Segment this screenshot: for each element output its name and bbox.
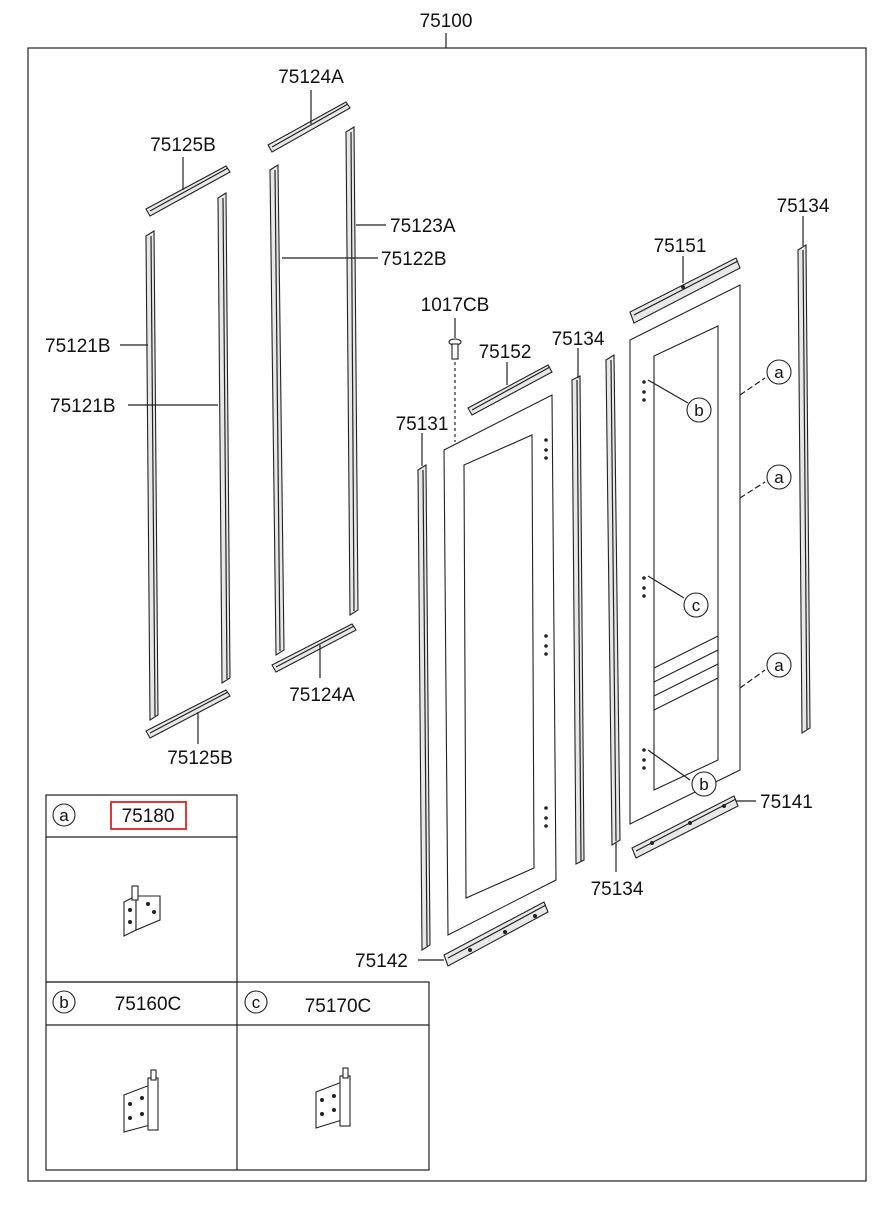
legend-highlight-box <box>110 801 187 830</box>
stile-75121B-left <box>145 230 159 721</box>
legend-cell-c[interactable]: c 75170C <box>244 990 372 1129</box>
legend-letter-c-circle <box>244 990 268 1014</box>
ref-circle-c1[interactable]: c <box>683 592 709 618</box>
callout-75141[interactable]: 75141 <box>760 792 813 813</box>
rail-75152 <box>467 364 553 416</box>
callout-75131[interactable]: 75131 <box>396 414 449 435</box>
hinge-icon <box>123 885 161 937</box>
screw-1017CB <box>448 338 462 360</box>
legend-letter-a-circle <box>52 803 76 827</box>
rail-75151 <box>629 257 741 324</box>
legend-part-75160C[interactable]: 75160C <box>115 994 182 1015</box>
legend-part-75180[interactable]: 75180 <box>122 806 175 827</box>
legend-letter-b: b <box>59 993 68 1012</box>
callout-75125B-top[interactable]: 75125B <box>150 135 216 156</box>
assembly-part-number[interactable]: 75100 <box>420 11 473 32</box>
callout-75134-bottom[interactable]: 75134 <box>591 879 644 900</box>
rail-75124A-top <box>267 101 351 153</box>
callout-75142[interactable]: 75142 <box>355 951 408 972</box>
callout-75134-mid[interactable]: 75134 <box>552 329 605 350</box>
ref-circle-b1[interactable]: b <box>686 397 712 423</box>
rail-75142 <box>443 901 549 967</box>
door-panel-middle <box>443 394 557 936</box>
ref-circle-a2[interactable]: a <box>766 464 792 490</box>
svg-text:c: c <box>692 596 701 615</box>
callout-75121B-1[interactable]: 75121B <box>45 336 111 357</box>
assembly-frame <box>27 47 867 1182</box>
callout-1017CB[interactable]: 1017CB <box>421 295 490 316</box>
callout-75121B-2[interactable]: 75121B <box>50 396 116 417</box>
stile-75134-bottom <box>605 354 621 846</box>
svg-text:a: a <box>774 468 784 487</box>
rail-75124A-bottom <box>271 623 357 673</box>
callout-75123A[interactable]: 75123A <box>390 216 456 237</box>
ref-circle-a3[interactable]: a <box>766 652 792 678</box>
legend-letter-b-circle <box>52 990 76 1014</box>
stile-75134-mid <box>571 375 585 865</box>
stile-75123A <box>345 126 359 616</box>
ref-circle-a1[interactable]: a <box>766 359 792 385</box>
rail-75141 <box>631 795 739 859</box>
callout-75151[interactable]: 75151 <box>654 236 707 257</box>
stile-75121B-right <box>217 192 231 684</box>
door-panel-right <box>629 284 741 825</box>
legend-table <box>45 794 430 1171</box>
svg-text:b: b <box>694 401 703 420</box>
legend-cell-b[interactable]: b 75160C <box>52 990 182 1133</box>
callout-75125B-bottom[interactable]: 75125B <box>167 748 233 769</box>
rail-75125B-bottom <box>145 689 231 739</box>
legend-letter-a: a <box>59 806 69 825</box>
legend-letter-c: c <box>252 993 261 1012</box>
svg-text:b: b <box>699 775 708 794</box>
callout-75152[interactable]: 75152 <box>479 342 532 363</box>
stile-75131 <box>417 464 431 951</box>
callout-75122B[interactable]: 75122B <box>381 249 447 270</box>
ref-circle-b2[interactable]: b <box>691 771 717 797</box>
legend-part-75170C[interactable]: 75170C <box>305 996 372 1017</box>
legend-cell-a[interactable]: a 75180 <box>52 801 187 937</box>
svg-text:a: a <box>774 656 784 675</box>
rail-75125B-top <box>145 165 231 217</box>
stile-75134-right <box>797 244 811 734</box>
hinge-icon <box>315 1067 351 1129</box>
callout-75124A-top[interactable]: 75124A <box>278 67 344 88</box>
hinge-icon <box>123 1069 159 1133</box>
stile-75122B <box>269 164 285 656</box>
svg-text:a: a <box>774 363 784 382</box>
callout-75134-right[interactable]: 75134 <box>777 196 830 217</box>
callout-75124A-bottom[interactable]: 75124A <box>289 685 355 706</box>
